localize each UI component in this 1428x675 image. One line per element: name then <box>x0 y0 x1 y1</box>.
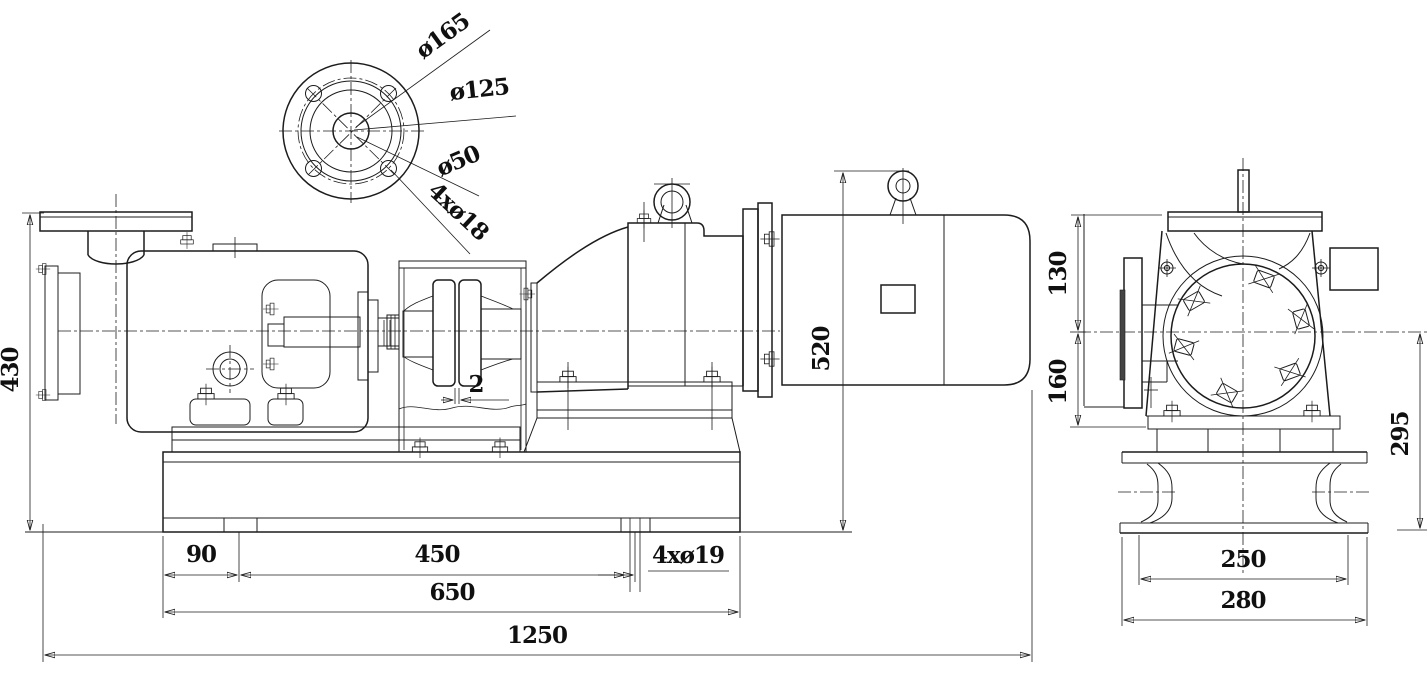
motor-flange <box>742 202 780 398</box>
dim-suction-height: 430 <box>0 347 24 392</box>
flange-detail-view: ø165 ø125 ø50 4xø18 <box>279 8 517 255</box>
end-view-base <box>1118 400 1372 534</box>
dim-center-to-base-bottom: 295 <box>1387 411 1414 456</box>
dim-anchor-holes: 4xø19 <box>652 542 724 569</box>
dim-foot-hole-offset: 90 <box>186 541 216 568</box>
dim-overall-length: 1250 <box>507 622 567 649</box>
dim-flange-bore: ø50 <box>432 140 483 182</box>
motor <box>781 168 1031 386</box>
side-view-dimensions: 430 520 2 90 450 4xø19 650 1250 <box>0 170 1033 662</box>
dim-overall-height: 520 <box>808 326 835 371</box>
dim-foot-hole-spacing: 450 <box>414 541 459 568</box>
side-view: 430 520 2 90 450 4xø19 650 1250 <box>0 168 1033 662</box>
baseplate <box>25 451 852 592</box>
gear-reducer <box>523 178 744 453</box>
end-view-suction-flange <box>1083 214 1178 409</box>
dim-flange-bolt-holes: 4xø18 <box>423 177 494 246</box>
dim-flange-to-center: 130 <box>1045 251 1072 296</box>
dim-flange-bolt-circle: ø125 <box>448 73 510 106</box>
dim-coupling-gap: 2 <box>468 371 483 398</box>
dim-base-inner-width: 250 <box>1220 546 1265 573</box>
dim-center-to-foot: 160 <box>1045 359 1072 404</box>
terminal-box <box>880 284 916 314</box>
end-view-dimensions: 130 160 295 250 280 <box>1045 214 1427 626</box>
coupling <box>386 279 536 387</box>
end-view-casing <box>1145 169 1331 417</box>
end-view: 130 160 295 250 280 <box>1045 158 1428 626</box>
side-port-box <box>1329 247 1379 291</box>
dim-base-length: 650 <box>429 579 474 606</box>
dim-flange-outer-diameter: ø165 <box>411 8 475 65</box>
dim-base-outer-width: 280 <box>1220 587 1265 614</box>
pump-casing <box>35 211 521 453</box>
